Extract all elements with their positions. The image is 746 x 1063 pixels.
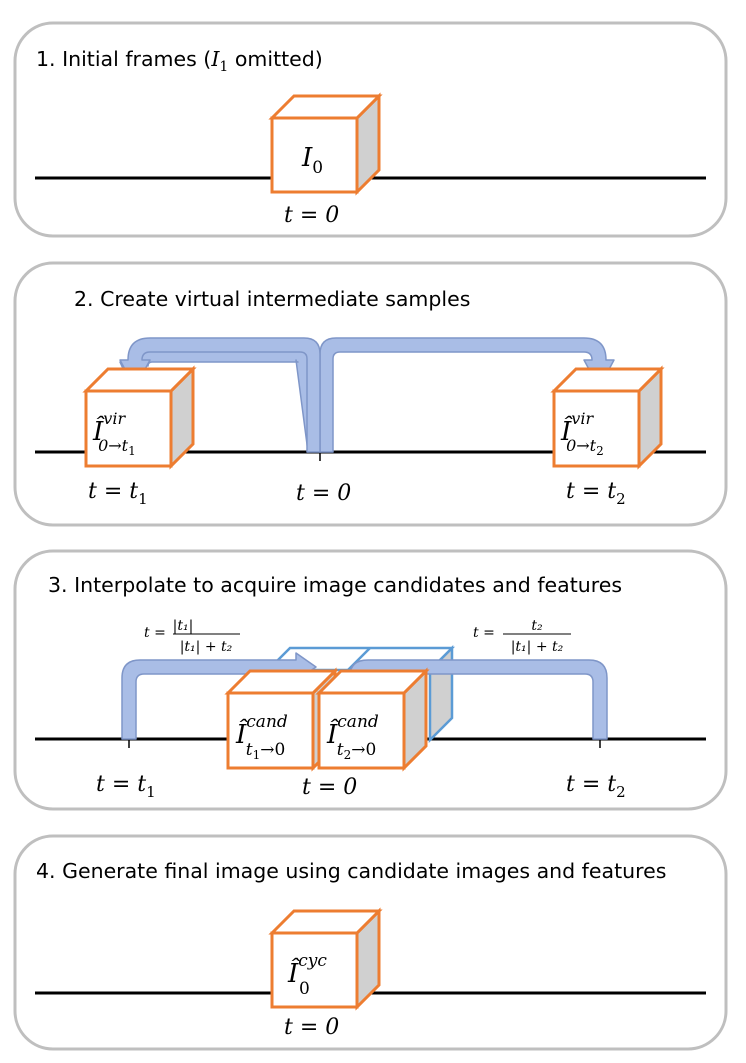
step-1-panel: 1. Initial frames (I1 omitted) I0 t = 0 bbox=[13, 21, 728, 238]
step-3-time-label-right: t = t2 bbox=[566, 772, 626, 801]
step-4-panel: 4. Generate final image using candidate … bbox=[13, 834, 728, 1051]
step-4-time-label: t = 0 bbox=[284, 1015, 339, 1040]
step-3-title: 3. Interpolate to acquire image candidat… bbox=[48, 573, 622, 597]
svg-text:t =: t = bbox=[144, 625, 166, 641]
step-2-time-label-center: t = 0 bbox=[296, 481, 351, 506]
step-3-panel: 3. Interpolate to acquire image candidat… bbox=[13, 549, 728, 811]
step-2-panel: 2. Create virtual intermediate samples Î… bbox=[13, 261, 728, 527]
svg-text:t₂: t₂ bbox=[531, 618, 543, 634]
step-3-time-label-center: t = 0 bbox=[302, 775, 357, 800]
step-3-weight-left: t = |t₁| |t₁| + t₂ bbox=[144, 618, 240, 655]
svg-text:|t₁| + t₂: |t₁| + t₂ bbox=[180, 639, 233, 655]
step-4-title: 4. Generate final image using candidate … bbox=[36, 859, 666, 883]
step-1-time-label: t = 0 bbox=[284, 203, 339, 228]
step-3-time-label-left: t = t1 bbox=[96, 772, 156, 801]
svg-text:|t₁|: |t₁| bbox=[173, 618, 194, 634]
step-1-title: 1. Initial frames (I1 omitted) bbox=[36, 47, 323, 75]
step-2-time-label-left: t = t1 bbox=[88, 479, 148, 508]
svg-text:t =: t = bbox=[473, 625, 495, 641]
step-1-frame-cube: I0 bbox=[268, 92, 383, 196]
svg-text:|t₁| + t₂: |t₁| + t₂ bbox=[511, 639, 564, 655]
step-2-title: 2. Create virtual intermediate samples bbox=[74, 287, 470, 311]
step-2-border bbox=[13, 261, 728, 527]
step-2-time-label-right: t = t2 bbox=[566, 479, 626, 508]
step-1-frame-label: I0 bbox=[301, 143, 323, 178]
step-3-weight-right: t = t₂ |t₁| + t₂ bbox=[473, 618, 571, 655]
